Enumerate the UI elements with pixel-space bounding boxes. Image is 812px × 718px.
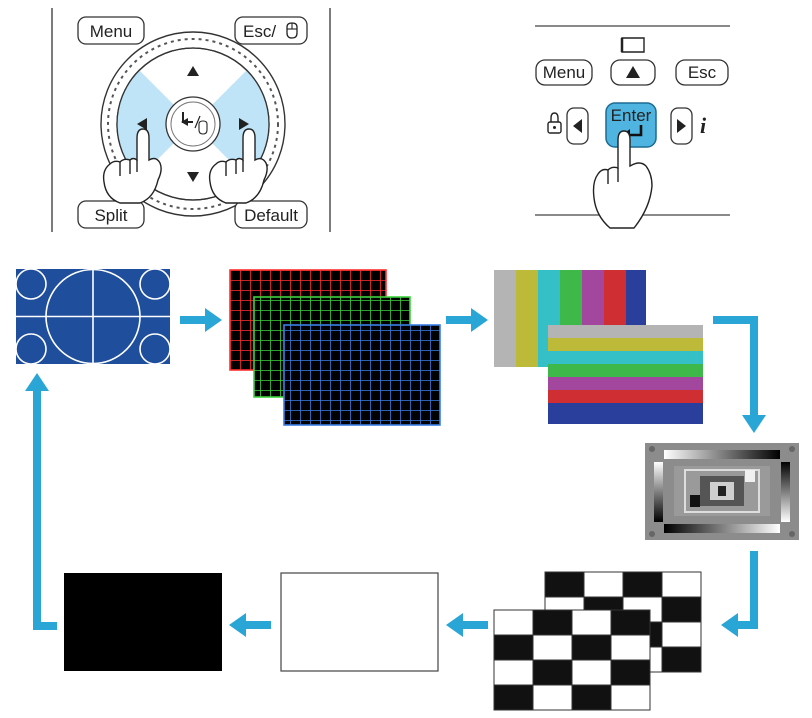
padlock-icon: [547, 112, 562, 134]
mouse-icon: [286, 22, 298, 39]
remote-esc-label: Esc/: [243, 22, 276, 41]
remote-default-label: Default: [244, 206, 298, 225]
dpad-left-highlight: [117, 70, 193, 178]
remote-menu-button[interactable]: Menu: [77, 16, 145, 45]
panel-right-button[interactable]: [670, 107, 693, 145]
remote-split-label: Split: [94, 206, 127, 225]
arrow-circle-to-crosshatch: [180, 308, 222, 332]
remote-esc-button[interactable]: Esc/: [234, 16, 308, 45]
rgb-crosshatch-pattern: [229, 269, 441, 426]
black-pattern: [64, 573, 222, 671]
panel-menu-label: Menu: [543, 63, 586, 82]
panel-menu-button[interactable]: Menu: [535, 59, 593, 86]
sequence-arrows: [25, 308, 766, 637]
remote-control: Menu Esc/: [51, 8, 331, 232]
panel-left-button[interactable]: [566, 107, 589, 145]
dpad-left-arrow[interactable]: [137, 118, 147, 130]
panel-enter-button[interactable]: Enter: [605, 102, 657, 148]
left-pointing-hand-icon: [102, 128, 162, 204]
checkerboard-pattern: [493, 571, 702, 711]
dpad-up-arrow[interactable]: [187, 66, 199, 76]
remote-menu-label: Menu: [90, 22, 133, 41]
panel-up-arrow-icon: [626, 66, 640, 78]
remote-split-button[interactable]: Split: [77, 200, 145, 229]
right-pointing-hand-icon: [208, 128, 268, 204]
info-icon: i: [700, 113, 707, 138]
dpad-right-arrow[interactable]: [239, 118, 249, 130]
panel-esc-label: Esc: [688, 63, 717, 82]
arrow-colorbars-to-grayscale: [713, 316, 766, 433]
control-panel: Menu Esc Enter: [535, 25, 730, 229]
remote-default-button[interactable]: Default: [234, 200, 308, 229]
arrow-black-to-circle: [25, 373, 57, 630]
circle-grid-pattern: [15, 268, 171, 365]
panel-esc-button[interactable]: Esc: [675, 59, 729, 86]
white-pattern: [280, 572, 439, 672]
checkerboard-front: [493, 609, 651, 711]
dpad-enter-button[interactable]: [165, 96, 221, 152]
arrow-checkerboard-to-white: [446, 613, 488, 637]
panel-up-button[interactable]: [610, 59, 656, 86]
color-bars-pattern: [494, 270, 703, 424]
panel-pointing-hand-icon: [592, 130, 653, 229]
arrow-crosshatch-to-colorbars: [446, 308, 488, 332]
keystone-icon: [620, 37, 645, 53]
panel-enter-label: Enter: [611, 106, 652, 125]
enter-mouse-icon: [181, 112, 208, 135]
panel-right-arrow-icon: [677, 119, 686, 133]
panel-left-arrow-icon: [573, 119, 582, 133]
arrow-grayscale-to-checkerboard: [721, 551, 758, 637]
grayscale-steps-pattern: [645, 443, 799, 540]
arrow-white-to-black: [229, 613, 271, 637]
dpad-down-arrow[interactable]: [187, 172, 199, 182]
horizontal-color-bars: [548, 325, 703, 424]
